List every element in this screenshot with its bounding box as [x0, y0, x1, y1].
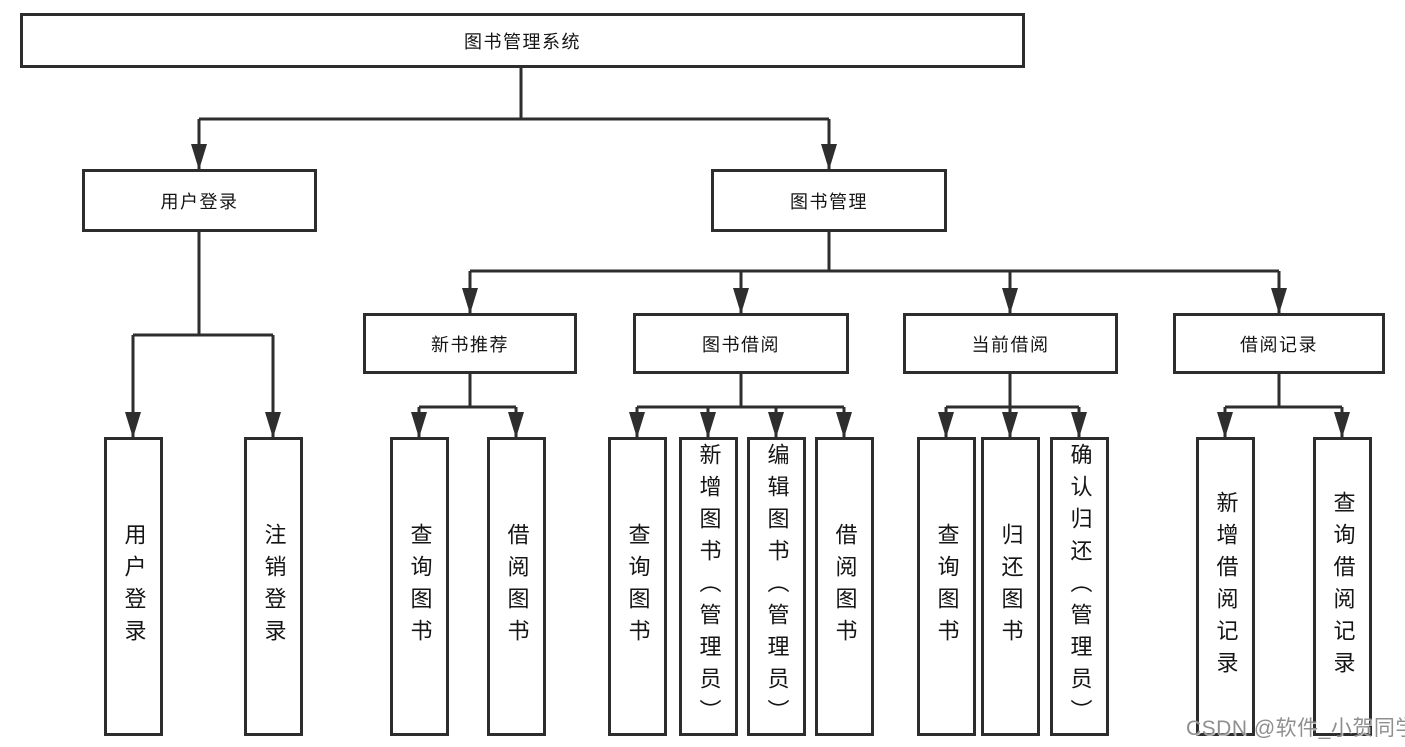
node-borrow-records: 借阅记录 [1173, 313, 1385, 374]
leaf-query-books-borrow-label: 查询图书 [625, 522, 651, 651]
node-new-book-recommend: 新书推荐 [363, 313, 577, 374]
csdn-watermark: CSDN @软件_小贺同学 [1186, 717, 1405, 740]
node-new-book-recommend-label: 新书推荐 [431, 334, 509, 355]
connector-borrow-records-to-leaves [1217, 374, 1350, 438]
leaf-edit-book-admin: 编辑图书（管理员） [747, 437, 806, 736]
leaf-user-login-label: 用户登录 [121, 522, 147, 651]
leaf-query-books-current: 查询图书 [917, 437, 976, 736]
leaf-query-books-recommend: 查询图书 [390, 437, 449, 736]
node-book-borrow: 图书借阅 [633, 313, 849, 374]
leaf-user-login: 用户登录 [104, 437, 163, 736]
leaf-add-book-admin: 新增图书（管理员） [679, 437, 738, 736]
leaf-logout: 注销登录 [244, 437, 303, 736]
leaf-return-books-label: 归还图书 [998, 522, 1024, 651]
leaf-query-books-borrow: 查询图书 [608, 437, 667, 736]
connector-current-borrow-to-leaves [938, 374, 1087, 438]
node-borrow-records-label: 借阅记录 [1240, 334, 1318, 355]
leaf-add-book-admin-label: 新增图书（管理员） [696, 442, 722, 731]
leaf-borrow-books-recommend: 借阅图书 [487, 437, 546, 736]
leaf-confirm-return-admin: 确认归还（管理员） [1050, 437, 1109, 736]
node-book-borrow-label: 图书借阅 [702, 334, 780, 355]
leaf-borrow-books-2: 借阅图书 [815, 437, 874, 736]
node-current-borrow: 当前借阅 [903, 313, 1118, 374]
leaf-add-borrow-record: 新增借阅记录 [1196, 437, 1255, 736]
leaf-query-books-recommend-label: 查询图书 [407, 522, 433, 651]
leaf-query-borrow-record-label: 查询借阅记录 [1330, 490, 1356, 683]
node-book-management-label: 图书管理 [790, 191, 868, 212]
node-root-label: 图书管理系统 [464, 31, 581, 52]
connector-user-login-to-leaves [125, 232, 281, 438]
node-user-login: 用户登录 [82, 169, 317, 232]
leaf-borrow-books-recommend-label: 借阅图书 [504, 522, 530, 651]
node-book-management: 图书管理 [711, 169, 947, 232]
leaf-return-books: 归还图书 [981, 437, 1040, 736]
leaf-edit-book-admin-label: 编辑图书（管理员） [764, 442, 790, 731]
leaf-query-borrow-record: 查询借阅记录 [1313, 437, 1372, 736]
leaf-logout-label: 注销登录 [261, 522, 287, 651]
leaf-add-borrow-record-label: 新增借阅记录 [1213, 490, 1239, 683]
connector-book-borrow-to-leaves [629, 374, 852, 438]
leaf-query-books-current-label: 查询图书 [934, 522, 960, 651]
node-user-login-label: 用户登录 [160, 191, 239, 212]
node-root: 图书管理系统 [20, 13, 1025, 68]
connector-book-management-to-level3 [462, 232, 1287, 314]
connector-root-to-level2 [191, 68, 837, 170]
leaf-confirm-return-admin-label: 确认归还（管理员） [1067, 442, 1093, 731]
leaf-borrow-books-2-label: 借阅图书 [832, 522, 858, 651]
connector-new-book-recommend-to-leaves [411, 374, 524, 438]
node-current-borrow-label: 当前借阅 [971, 334, 1050, 355]
